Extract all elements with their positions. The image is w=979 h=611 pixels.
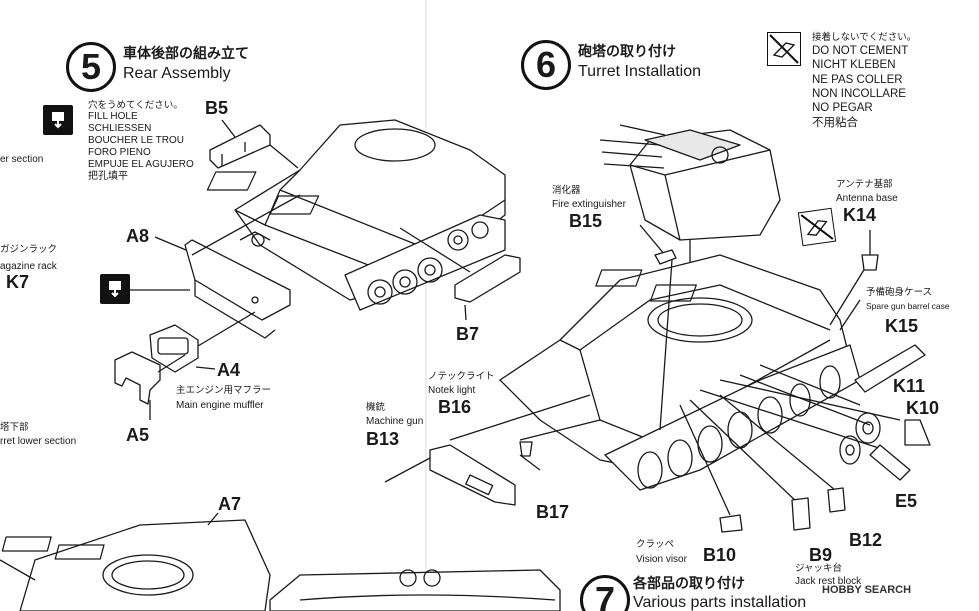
step-5-title-ja: 車体後部の組み立て xyxy=(123,46,249,62)
jack-en: Jack rest block xyxy=(795,576,862,587)
part-k11: K11 xyxy=(893,376,926,396)
part-a8: A8 xyxy=(126,226,150,246)
step-5-number: 5 xyxy=(66,42,116,92)
fill-hole-zh: 把孔填平 xyxy=(88,171,128,183)
step-7-number: 7 xyxy=(580,575,630,611)
part-b5: B5 xyxy=(205,98,229,118)
fill-hole-icon xyxy=(43,105,73,135)
fill-hole-fr: BOUCHER LE TROU xyxy=(88,135,184,147)
a7-hull-drawing xyxy=(0,512,561,611)
no-cement-ja: 接着しないでください。 xyxy=(812,32,917,43)
fill-hole-en: FILL HOLE xyxy=(88,111,138,123)
fill-hole-ja: 穴をうめてください。 xyxy=(88,100,183,111)
barrel-case-ja: 予備砲身ケース xyxy=(866,287,933,298)
mg-en: Machine gun xyxy=(366,416,424,427)
antenna-ja: アンテナ基部 xyxy=(836,179,893,190)
rear-hull-drawing xyxy=(114,119,521,420)
no-cement-en: DO NOT CEMENT xyxy=(812,44,909,57)
no-cement-icon xyxy=(767,32,801,66)
fill-hole-de: SCHLIESSEN xyxy=(88,123,152,135)
no-cement-de: NICHT KLEBEN xyxy=(812,59,896,72)
fill-hole-icon-2 xyxy=(100,274,130,304)
notek-en: Notek light xyxy=(428,385,476,396)
part-a4: A4 xyxy=(217,360,241,380)
part-b17: B17 xyxy=(536,502,570,522)
part-b10: B10 xyxy=(703,545,737,565)
part-b16: B16 xyxy=(438,397,472,417)
visor-ja: クラッペ xyxy=(636,539,675,550)
turret-drawing xyxy=(599,124,781,320)
barrel-case-en: Spare gun barrel case xyxy=(866,301,950,311)
part-k14: K14 xyxy=(843,205,877,225)
part-b9: B9 xyxy=(809,545,833,565)
side-note-3-ja: 塔下部 xyxy=(0,422,29,433)
side-note-1: er section xyxy=(0,154,44,165)
watermark: HOBBY SEARCH xyxy=(822,584,912,596)
part-a5: A5 xyxy=(126,425,150,445)
side-note-2-ja: ガジンラック xyxy=(0,244,58,255)
no-cement-fr: NE PAS COLLER xyxy=(812,73,903,86)
muffler-en: Main engine muffler xyxy=(176,400,264,411)
no-cement-zh: 不用粘合 xyxy=(812,116,858,129)
side-note-2-en: agazine rack xyxy=(0,261,57,272)
part-b12: B12 xyxy=(849,530,883,550)
notek-ja: ノテックライト xyxy=(428,371,495,382)
no-cement-it: NON INCOLLARE xyxy=(812,88,906,100)
part-k10: K10 xyxy=(906,398,940,418)
visor-en: Vision visor xyxy=(636,554,687,565)
step-6-title-ja: 砲塔の取り付け xyxy=(578,44,676,60)
mg-ja: 機銃 xyxy=(366,402,386,413)
fill-hole-it: FORO PIENO xyxy=(88,147,151,159)
part-a7: A7 xyxy=(218,494,242,514)
part-b15: B15 xyxy=(569,211,603,231)
part-b7: B7 xyxy=(456,324,480,344)
no-cement-es: NO PEGAR xyxy=(812,102,873,115)
part-k7: K7 xyxy=(6,272,30,292)
fill-hole-es: EMPUJE EL AGUJERO xyxy=(88,159,194,171)
extinguisher-ja: 消化器 xyxy=(552,185,581,196)
muffler-ja: 主エンジン用マフラー xyxy=(176,385,272,396)
step-7-title-ja: 各部品の取り付け xyxy=(633,576,745,592)
fill-hole-note: 穴をうめてください。 FILL HOLE SCHLIESSEN BOUCHER … xyxy=(88,100,194,183)
do-not-cement-note: 接着しないでください。 DO NOT CEMENT NICHT KLEBEN N… xyxy=(812,32,916,130)
jack-ja: ジャッキ台 xyxy=(795,563,843,574)
step-7-title-en: Various parts installation xyxy=(633,594,807,611)
step-6-title-en: Turret Installation xyxy=(578,63,702,80)
part-e5: E5 xyxy=(895,491,918,511)
side-note-3-en: rret lower section xyxy=(0,436,77,447)
extinguisher-en: Fire extinguisher xyxy=(552,199,626,210)
step-6-number: 6 xyxy=(521,40,571,90)
step-5-title-en: Rear Assembly xyxy=(123,65,231,82)
part-b13: B13 xyxy=(366,429,400,449)
no-cement-icon-2 xyxy=(797,207,837,247)
antenna-en: Antenna base xyxy=(836,193,898,204)
small-parts-drawing xyxy=(384,230,931,533)
part-k15: K15 xyxy=(885,316,919,336)
